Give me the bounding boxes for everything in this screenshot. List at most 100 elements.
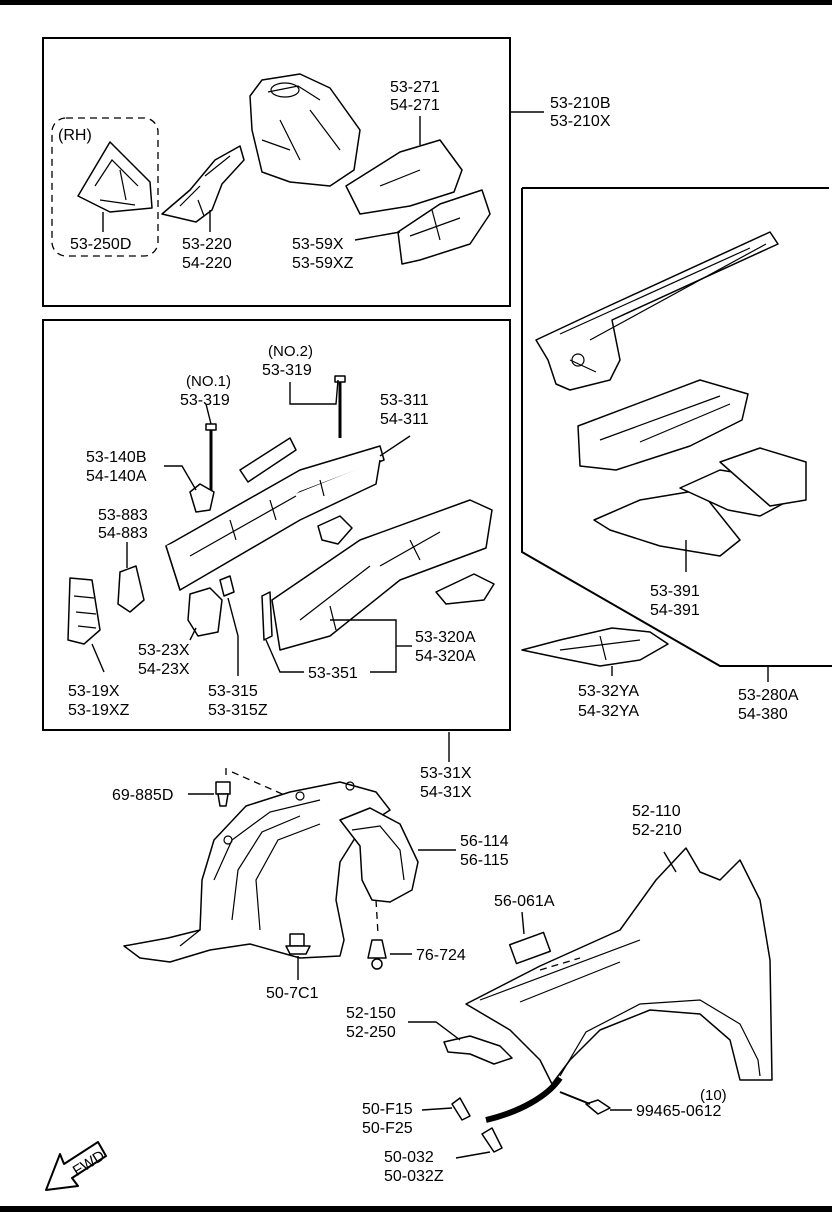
- bottom-rule: [0, 1206, 832, 1212]
- label-53-315Z: 53-315Z: [208, 702, 268, 719]
- leader-53-351-left: [265, 639, 304, 673]
- part-53-311-drawing[interactable]: [165, 437, 385, 591]
- label-52-210: 52-210: [632, 822, 682, 839]
- part-53-250D-drawing[interactable]: [77, 141, 153, 213]
- leader-53-319-no1: [205, 403, 212, 425]
- label-53-32YA: 53-32YA: [578, 683, 639, 700]
- leader-53-315: [227, 597, 239, 676]
- part-53-315-drawing[interactable]: [219, 575, 235, 597]
- part-53-883-drawing[interactable]: [117, 565, 145, 613]
- label-99465-0612: 99465-0612: [636, 1103, 722, 1120]
- leader-53-23X: [189, 627, 197, 641]
- label-52-250: 52-250: [346, 1024, 396, 1041]
- label-54-271: 54-271: [390, 97, 440, 114]
- mud-guard-drawing[interactable]: [123, 781, 391, 963]
- leader-53-311: [379, 435, 411, 457]
- leader-50-032: [455, 1151, 491, 1159]
- label-56-061A: 56-061A: [494, 893, 555, 910]
- clip-50-F15-drawing[interactable]: [451, 1097, 471, 1121]
- label-50-032Z: 50-032Z: [384, 1168, 444, 1185]
- label-50-F15: 50-F15: [362, 1101, 413, 1118]
- leader-52-150: [408, 1021, 461, 1041]
- group-box-upper: [42, 37, 511, 307]
- label-54-380: 54-380: [738, 706, 788, 723]
- leader-53-59X: [354, 231, 401, 241]
- label-no2: (NO.2): [268, 343, 313, 360]
- label-53-210X: 53-210X: [550, 113, 611, 130]
- bracket-52-150-drawing[interactable]: [443, 1035, 513, 1065]
- part-53-32YA-drawing[interactable]: [521, 627, 669, 667]
- group-box-frame: [42, 319, 511, 731]
- dash-76-724: [375, 899, 379, 935]
- leader-56-061A: [521, 911, 525, 935]
- label-54-32YA: 54-32YA: [578, 703, 639, 720]
- label-53-391: 53-391: [650, 583, 700, 600]
- badge-56-061A-drawing[interactable]: [508, 931, 552, 965]
- part-53-280A-drawing[interactable]: [535, 231, 779, 471]
- label-53-23X: 53-23X: [138, 642, 190, 659]
- label-53-315: 53-315: [208, 683, 258, 700]
- label-52-150: 52-150: [346, 1005, 396, 1022]
- fender-52-110-drawing[interactable]: [465, 847, 773, 1085]
- label-53-210B: 53-210B: [550, 95, 611, 112]
- label-50-032: 50-032: [384, 1149, 434, 1166]
- label-53-250D: 53-250D: [70, 236, 131, 253]
- label-54-320A: 54-320A: [415, 648, 476, 665]
- label-53-883: 53-883: [98, 507, 148, 524]
- bolt-99465-0612-drawing[interactable]: [559, 1091, 611, 1115]
- top-rule: [0, 0, 832, 5]
- part-53-351-drawing[interactable]: [261, 591, 273, 641]
- leader-52-110: [663, 851, 677, 873]
- clip-50-032-drawing[interactable]: [481, 1127, 503, 1153]
- label-53-220: 53-220: [182, 236, 232, 253]
- label-56-114: 56-114: [460, 833, 509, 850]
- label-53-140B: 53-140B: [86, 449, 147, 466]
- label-53-351: 53-351: [308, 665, 358, 682]
- label-53-271: 53-271: [390, 79, 440, 96]
- label-54-391: 54-391: [650, 602, 700, 619]
- label-53-31X: 53-31X: [420, 765, 472, 782]
- part-53-271-drawing[interactable]: [249, 73, 361, 187]
- label-53-59XZ: 53-59XZ: [292, 255, 354, 272]
- label-54-23X: 54-23X: [138, 661, 190, 678]
- bolt-53-319-no2-drawing[interactable]: [334, 375, 346, 438]
- fwd-arrow-icon: FWD: [45, 1141, 108, 1191]
- label-54-220: 54-220: [182, 255, 232, 272]
- part-53-23X-drawing[interactable]: [187, 587, 223, 637]
- label-56-115: 56-115: [460, 852, 509, 869]
- label-50-F25: 50-F25: [362, 1120, 413, 1137]
- label-53-320A: 53-320A: [415, 629, 476, 646]
- label-rh: (RH): [58, 127, 92, 144]
- label-69-885D: 69-885D: [112, 787, 173, 804]
- label-53-280A: 53-280A: [738, 687, 799, 704]
- leader-53-140B: [164, 465, 197, 491]
- clip-69-885D-drawing[interactable]: [215, 781, 231, 807]
- rh-dashed-region: [51, 117, 159, 257]
- label-50-7C1: 50-7C1: [266, 985, 319, 1002]
- label-54-31X: 54-31X: [420, 784, 472, 801]
- part-53-220-drawing[interactable]: [161, 145, 245, 223]
- part-53-140B-drawing[interactable]: [189, 483, 215, 513]
- label-53-19XZ: 53-19XZ: [68, 702, 130, 719]
- part-53-391-drawing[interactable]: [593, 447, 807, 557]
- label-53-19X: 53-19X: [68, 683, 120, 700]
- clip-76-724-drawing[interactable]: [367, 939, 387, 970]
- label-54-140A: 54-140A: [86, 468, 147, 485]
- part-56-114-drawing[interactable]: [339, 807, 419, 903]
- seal-strip-drawing[interactable]: [485, 1076, 563, 1123]
- part-53-320A-drawing[interactable]: [271, 499, 495, 651]
- part-53-59X-drawing[interactable]: [345, 139, 491, 265]
- leader-53-319-no2: [289, 379, 339, 405]
- label-53-319-no2: 53-319: [262, 362, 312, 379]
- label-54-311: 54-311: [380, 411, 429, 428]
- group-box-side-member: [521, 187, 832, 667]
- label-52-110: 52-110: [632, 803, 681, 820]
- clip-50-7C1-drawing[interactable]: [285, 933, 311, 955]
- leader-50-F15: [421, 1107, 453, 1111]
- label-no1: (NO.1): [186, 373, 231, 390]
- bolt-53-319-no1-drawing[interactable]: [205, 423, 217, 494]
- part-53-19X-drawing[interactable]: [67, 577, 101, 645]
- label-qty-10: (10): [700, 1087, 727, 1104]
- label-53-311: 53-311: [380, 392, 429, 409]
